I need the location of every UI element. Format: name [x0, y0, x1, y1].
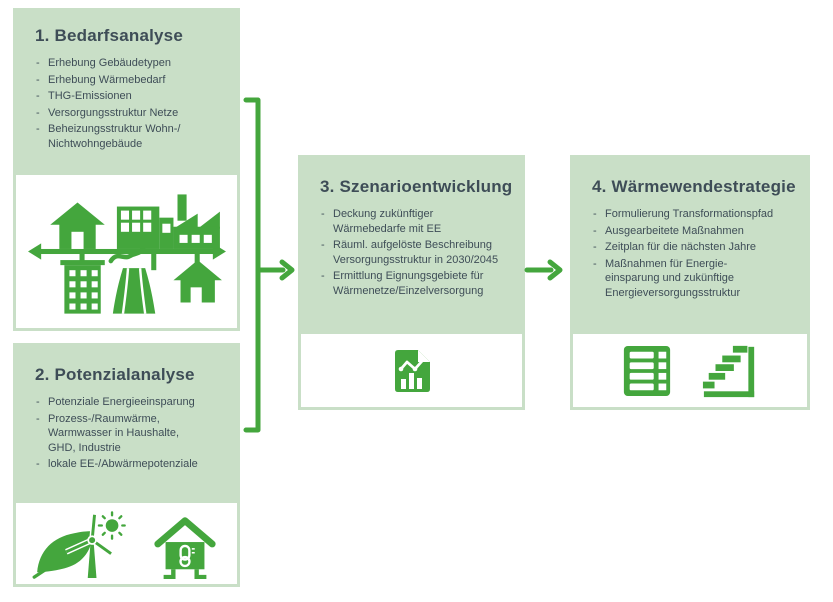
card-title: 4. Wärmewendestrategie: [592, 177, 796, 196]
card-waermewendestrategie: 4. Wärmewendestrategie Formulierung Tran…: [570, 155, 810, 331]
bullet-item: Potenziale Energieeinsparung: [35, 395, 234, 410]
bullet-item: Erhebung Gebäudetypen: [35, 56, 234, 71]
bullet-item: Ermittlung Eignungsgebiete für Wärmenetz…: [320, 269, 519, 298]
illustration-panel-scenario: [298, 331, 525, 410]
arrowhead-to-box4: [547, 259, 563, 281]
bullet-list: Deckung zukünftiger Wärmebedarfe mit EE …: [320, 207, 519, 298]
column-middle: 3. Szenarioentwicklung Deckung zukünftig…: [298, 155, 525, 410]
bullet-item: Zeitplan für die nächsten Jahre: [592, 240, 804, 255]
illustration-panel-strategy: [570, 331, 810, 410]
bracket-connector: [243, 97, 261, 433]
bullet-item: Erhebung Wärmebedarf: [35, 73, 234, 88]
card-title: 2. Potenzialanalyse: [35, 365, 195, 384]
timeline-stairs-icon: [702, 345, 755, 397]
chart-document-icon: [394, 349, 430, 392]
card-bedarfsanalyse: 1. Bedarfsanalyse Erhebung Gebäudetypen …: [13, 8, 240, 172]
bullet-item: THG-Emissionen: [35, 89, 234, 104]
bullet-item: lokale EE-/Abwärmepotenziale: [35, 457, 234, 472]
illustration-panel-potentials: [13, 500, 240, 587]
arrowhead-to-box3: [279, 259, 295, 281]
bullet-list: Potenziale Energieeinsparung Prozess-/Ra…: [35, 395, 234, 472]
bullet-list: Formulierung Transformationspfad Ausgear…: [592, 207, 804, 300]
bullet-item: Maßnahmen für Energie- einsparung und zu…: [592, 257, 804, 301]
buildings-network-icon: [27, 193, 226, 314]
card-potenzialanalyse: 2. Potenzialanalyse Potenziale Energieei…: [13, 343, 240, 500]
house-thermometer-icon: [153, 516, 216, 579]
bullet-list: Erhebung Gebäudetypen Erhebung Wärmebeda…: [35, 56, 234, 151]
card-title: 1. Bedarfsanalyse: [35, 26, 183, 45]
bullet-item: Beheizungsstruktur Wohn-/ Nichtwohngebäu…: [35, 122, 234, 151]
card-title: 3. Szenarioentwicklung: [320, 177, 513, 196]
bullet-item: Deckung zukünftiger Wärmebedarfe mit EE: [320, 207, 519, 236]
bullet-item: Prozess-/Raumwärme, Warmwasser in Hausha…: [35, 412, 234, 456]
column-left: 1. Bedarfsanalyse Erhebung Gebäudetypen …: [13, 8, 240, 587]
bullet-item: Versorgungsstruktur Netze: [35, 106, 234, 121]
bullet-item: Formulierung Transformationspfad: [592, 207, 804, 222]
illustration-panel-buildings: [13, 172, 240, 331]
measures-table-icon: [623, 345, 671, 396]
column-right: 4. Wärmewendestrategie Formulierung Tran…: [570, 155, 810, 410]
renewable-energy-icon: [32, 510, 126, 579]
bullet-item: Räuml. aufgelöste Beschreibung Versorgun…: [320, 238, 519, 267]
bullet-item: Ausgearbeitete Maßnahmen: [592, 224, 804, 239]
card-szenarioentwicklung: 3. Szenarioentwicklung Deckung zukünftig…: [298, 155, 525, 331]
